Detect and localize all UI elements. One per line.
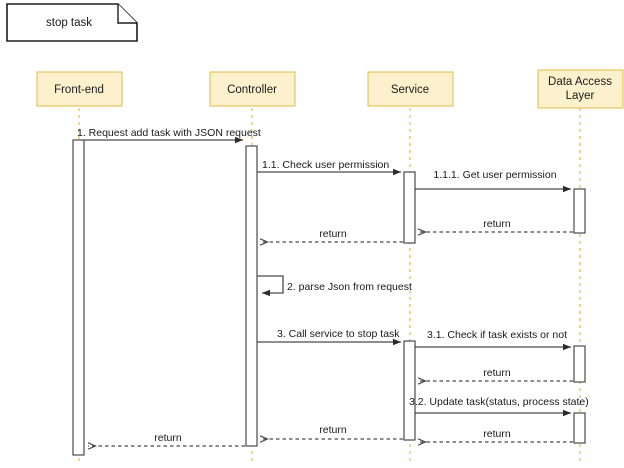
diagram-title-note-label: stop task [46, 17, 92, 29]
message-2-label: 2. parse Json from request [287, 281, 412, 293]
lifeline-label-service: Service [391, 84, 429, 96]
lifeline-header-controller[interactable]: Controller [209, 71, 296, 107]
message-return-controller-to-frontend[interactable]: return [88, 432, 245, 446]
lifeline-label-frontend: Front-end [54, 84, 104, 96]
activation-dal-1 [573, 188, 586, 234]
message-1-1-label: 1.1. Check user permission [262, 159, 389, 171]
message-3-1-check-task-exists[interactable]: 3.1. Check if task exists or not [415, 329, 571, 351]
activation-bars [72, 139, 586, 456]
diagram-title-note: stop task [6, 3, 138, 42]
message-3-call-service-stop-task[interactable]: 3. Call service to stop task [257, 328, 401, 346]
message-return-dal-to-service-2[interactable]: return [418, 367, 573, 381]
lifeline-box-frontend[interactable] [36, 71, 123, 107]
message-return-3-label: return [483, 367, 511, 379]
message-return-5-label: return [319, 424, 347, 436]
message-3-2-label: 3.2. Update task(status, process state) [409, 396, 589, 408]
lifeline-label-dal-line1: Data Access [548, 76, 612, 88]
message-return-1-label: return [483, 218, 511, 230]
lifeline-box-dal[interactable] [537, 69, 624, 109]
lifeline-box-controller[interactable] [209, 71, 296, 107]
message-2-self-arrow [257, 275, 284, 297]
message-1-1-check-user-permission[interactable]: 1.1. Check user permission [257, 159, 401, 176]
message-return-4-label: return [483, 428, 511, 440]
message-return-dal-to-service-3[interactable]: return [418, 428, 573, 442]
message-return-service-to-controller-1[interactable]: return [260, 228, 403, 242]
message-return-dal-to-service-1[interactable]: return [418, 218, 573, 232]
activation-controller-1 [245, 145, 258, 447]
lifeline-box-service[interactable] [367, 71, 454, 107]
lifeline-label-controller: Controller [227, 84, 277, 96]
activation-dal-3 [573, 412, 586, 444]
message-return-6-label: return [154, 432, 182, 444]
message-1-1-1-get-user-permission[interactable]: 1.1.1. Get user permission [415, 169, 571, 193]
activation-service-1 [403, 171, 416, 244]
message-1-label: 1. Request add task with JSON request [77, 127, 261, 139]
message-1-1-1-label: 1.1.1. Get user permission [433, 169, 556, 181]
lifeline-label-dal-line2: Layer [566, 90, 595, 102]
message-2-parse-json-self-call[interactable]: 2. parse Json from request [257, 275, 412, 297]
activation-frontend-1 [72, 139, 85, 456]
message-return-2-label: return [319, 228, 347, 240]
activation-dal-2 [573, 345, 586, 383]
lifeline-header-service[interactable]: Service [367, 71, 454, 107]
lifeline-header-dal[interactable]: Data Access Layer [537, 69, 624, 109]
message-return-service-to-controller-2[interactable]: return [260, 424, 403, 439]
lifeline-header-frontend[interactable]: Front-end [36, 71, 123, 107]
message-3-label: 3. Call service to stop task [277, 328, 400, 340]
message-3-2-update-task[interactable]: 3.2. Update task(status, process state) [409, 396, 589, 417]
message-3-1-label: 3.1. Check if task exists or not [427, 329, 567, 341]
message-1-request-add-task[interactable]: 1. Request add task with JSON request [77, 127, 261, 144]
activation-service-2 [403, 340, 416, 441]
